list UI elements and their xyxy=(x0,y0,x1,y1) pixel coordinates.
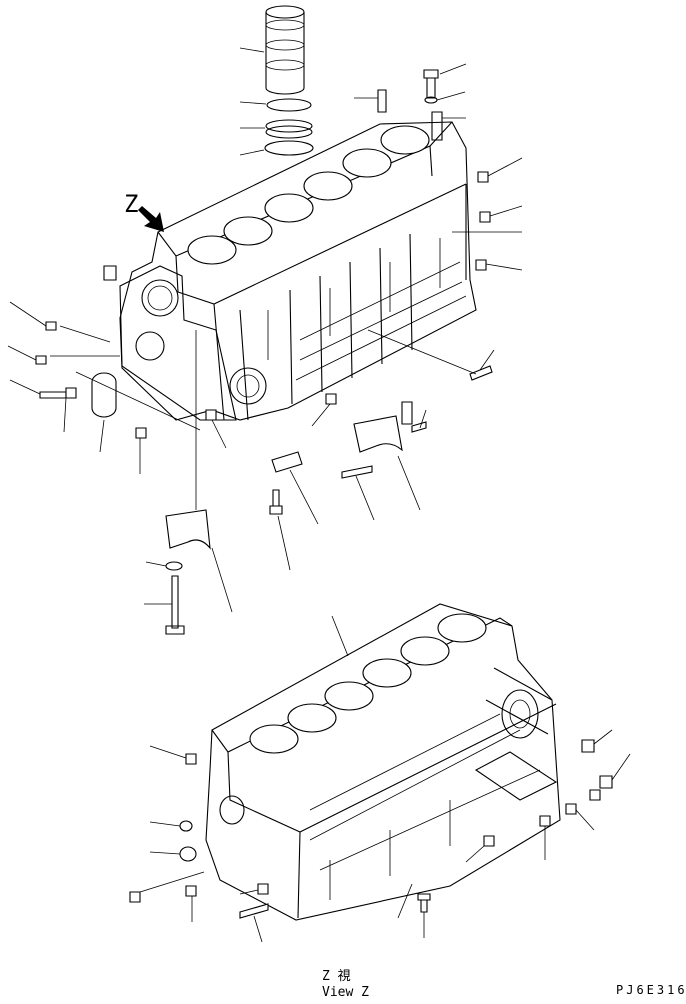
cylinder-block-view-z xyxy=(205,603,561,921)
view-caption-jp: Z 視 xyxy=(322,969,351,984)
view-z-hardware xyxy=(129,729,631,943)
cylinder-block-top xyxy=(119,121,477,421)
top-right-hardware xyxy=(354,63,467,141)
view-caption-en: View Z xyxy=(322,985,369,999)
view-direction-arrow-icon xyxy=(138,206,164,232)
drawing-code: PJ6E316 xyxy=(616,983,686,997)
cylinder-liner xyxy=(239,5,305,95)
view-z-marker: Z xyxy=(124,190,164,232)
right-side-bolts xyxy=(452,157,523,271)
left-hardware xyxy=(7,265,227,474)
view-marker-label: Z xyxy=(124,190,138,218)
liner-o-rings xyxy=(239,98,314,156)
main-bearing-hardware xyxy=(144,329,495,635)
